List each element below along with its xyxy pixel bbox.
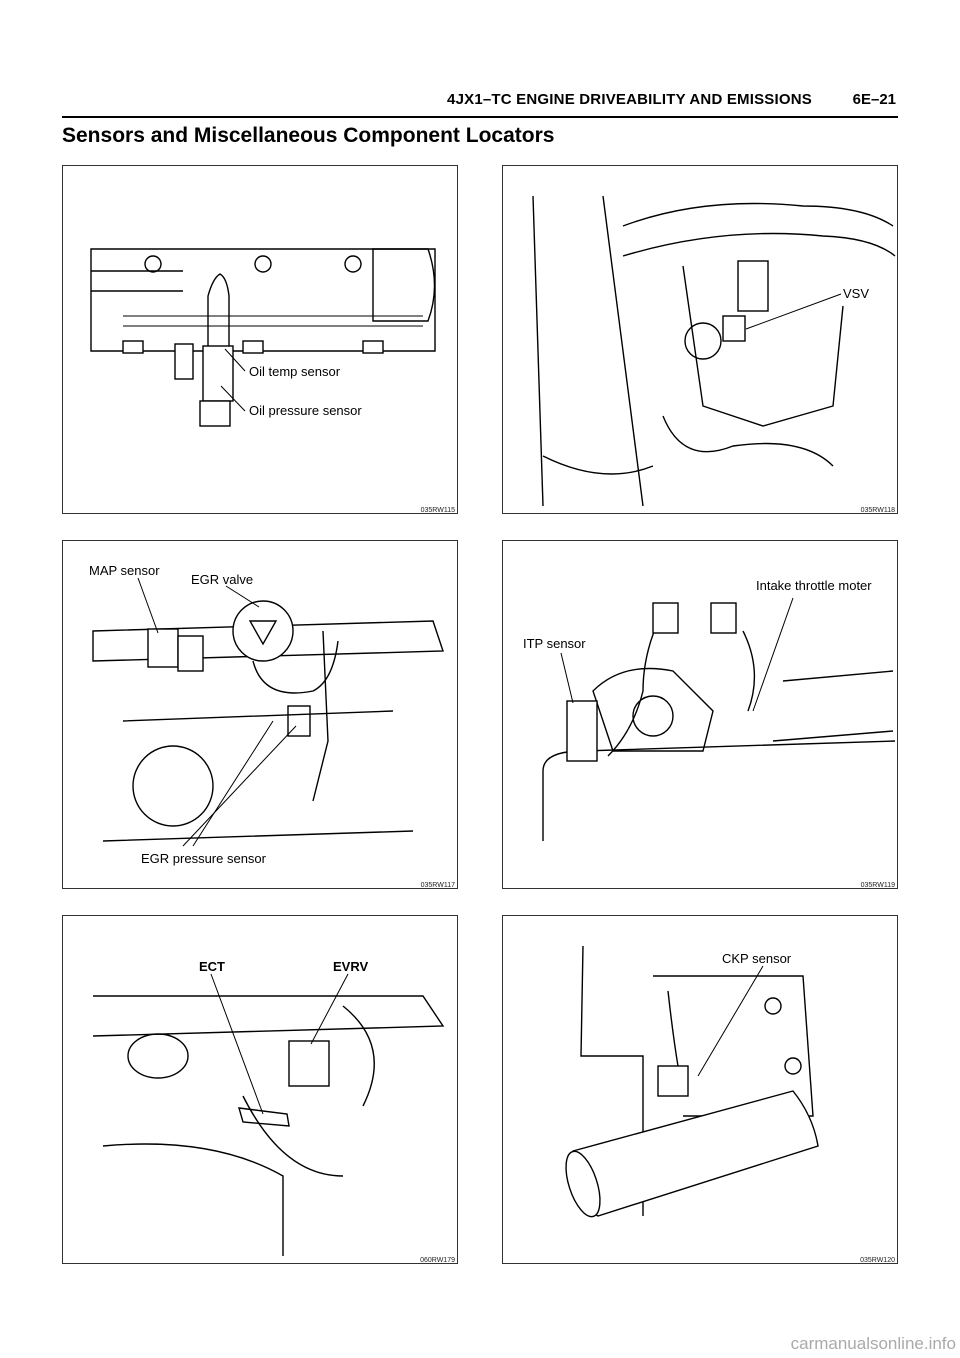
figure-number: 035RW120 bbox=[860, 1257, 895, 1264]
section-title: Sensors and Miscellaneous Component Loca… bbox=[62, 124, 555, 147]
watermark: carmanualsonline.info bbox=[790, 1334, 956, 1353]
figure-number: 060RW179 bbox=[420, 1257, 455, 1264]
ckp-sensor-illustration: CKP sensor bbox=[565, 945, 819, 1218]
figure-number: 035RW117 bbox=[420, 882, 455, 889]
oil-sensors-illustration: Oil temp sensor Oil pressure sensor bbox=[90, 248, 436, 427]
map-egr-illustration: MAP sensor EGR valve EGR pressure sensor bbox=[89, 563, 444, 866]
callout-ect: ECT bbox=[199, 959, 225, 974]
figure-ect-evrv: ECT EVRV 060RW179 bbox=[62, 915, 458, 1264]
figure-number: 035RW119 bbox=[860, 882, 895, 889]
page-number: 6E–21 bbox=[852, 91, 896, 108]
callout-vsv: VSV bbox=[843, 286, 869, 301]
callout-ckp-sensor: CKP sensor bbox=[722, 951, 792, 966]
figure-number: 035RW115 bbox=[420, 507, 455, 514]
figure-intake-throttle: Intake throttle moter ITP sensor 035RW11… bbox=[502, 540, 898, 889]
callout-intake-throttle-moter: Intake throttle moter bbox=[756, 578, 872, 593]
figure-vsv: VSV 035RW118 bbox=[502, 165, 898, 514]
header-title: 4JX1–TC ENGINE DRIVEABILITY AND EMISSION… bbox=[447, 91, 812, 108]
callout-map-sensor: MAP sensor bbox=[89, 563, 160, 578]
callout-oil-pressure-sensor: Oil pressure sensor bbox=[249, 403, 362, 418]
page-header: 4JX1–TC ENGINE DRIVEABILITY AND EMISSION… bbox=[62, 88, 898, 118]
callout-itp-sensor: ITP sensor bbox=[523, 636, 586, 651]
callout-egr-valve: EGR valve bbox=[191, 572, 253, 587]
figure-oil-sensors: Oil temp sensor Oil pressure sensor 035R… bbox=[62, 165, 458, 514]
figure-map-egr: MAP sensor EGR valve EGR pressure sensor… bbox=[62, 540, 458, 889]
intake-throttle-illustration: Intake throttle moter ITP sensor bbox=[523, 578, 896, 841]
callout-oil-temp-sensor: Oil temp sensor bbox=[249, 364, 341, 379]
figure-ckp-sensor: CKP sensor 035RW120 bbox=[502, 915, 898, 1264]
callout-egr-pressure-sensor: EGR pressure sensor bbox=[141, 851, 267, 866]
callout-evrv: EVRV bbox=[333, 959, 368, 974]
vsv-illustration: VSV bbox=[532, 195, 896, 507]
ect-evrv-illustration: ECT EVRV bbox=[92, 959, 445, 1256]
figure-number: 035RW118 bbox=[860, 507, 895, 514]
